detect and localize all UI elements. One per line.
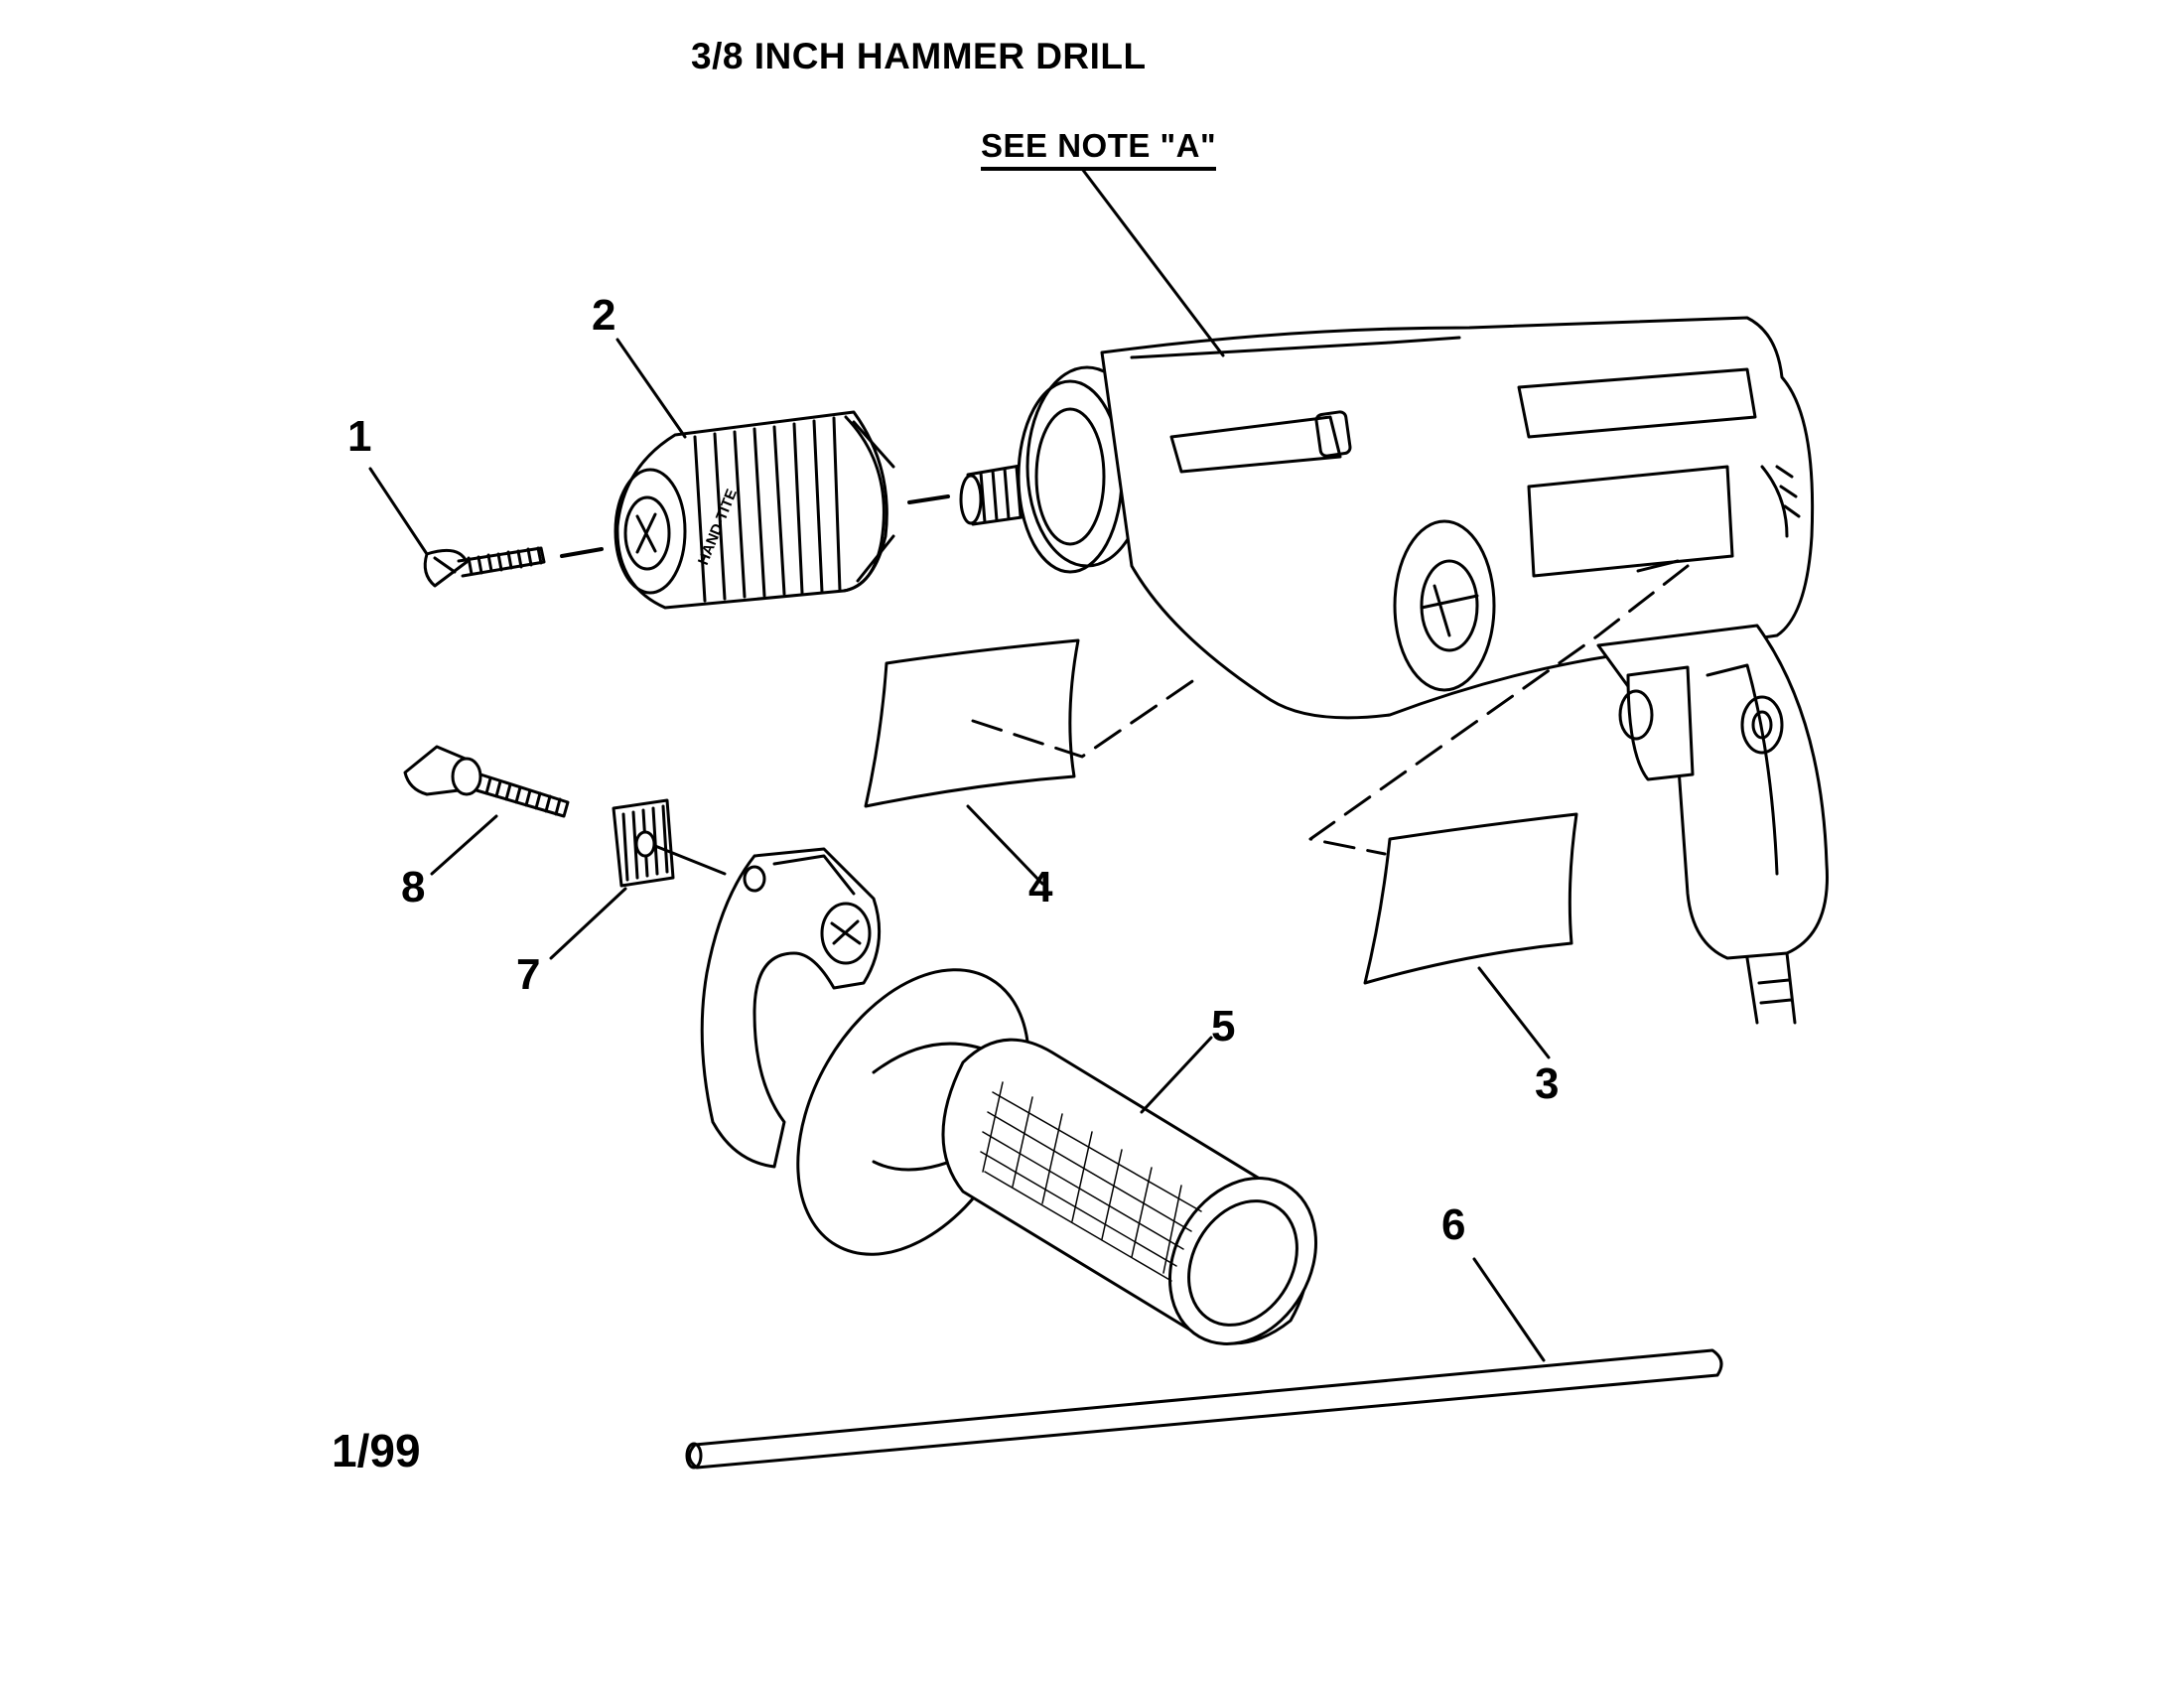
callout-1: 1 [347,412,372,461]
part-1-screw [423,546,546,588]
screw-leader-dash [560,547,604,558]
note-a-leader [1080,167,1225,357]
callout-4: 4 [1028,863,1053,912]
part-4-label [864,638,1203,886]
callout-1-leader [368,467,429,556]
chuck-leader-dash [907,494,950,504]
callout-2-leader [615,338,687,439]
part-8-bolt [403,745,570,876]
callout-8: 8 [401,863,426,912]
callout-7: 7 [516,950,541,999]
callout-3: 3 [1535,1059,1560,1108]
callout-5: 5 [1211,1002,1236,1051]
part-3-label [1308,559,1690,1059]
date-code: 1/99 [332,1425,421,1476]
callout-2: 2 [592,291,616,340]
callout-6: 6 [1441,1200,1466,1249]
part-2-chuck [614,410,895,610]
part-7-nut [549,798,727,960]
part-5-side-handle [700,847,1318,1345]
diagram-title: 3/8 INCH HAMMER DRILL [691,36,1147,76]
drill-housing [959,316,1829,1025]
note-a-label: SEE NOTE "A" [981,127,1217,171]
part-6-depth-rod [685,1257,1723,1470]
